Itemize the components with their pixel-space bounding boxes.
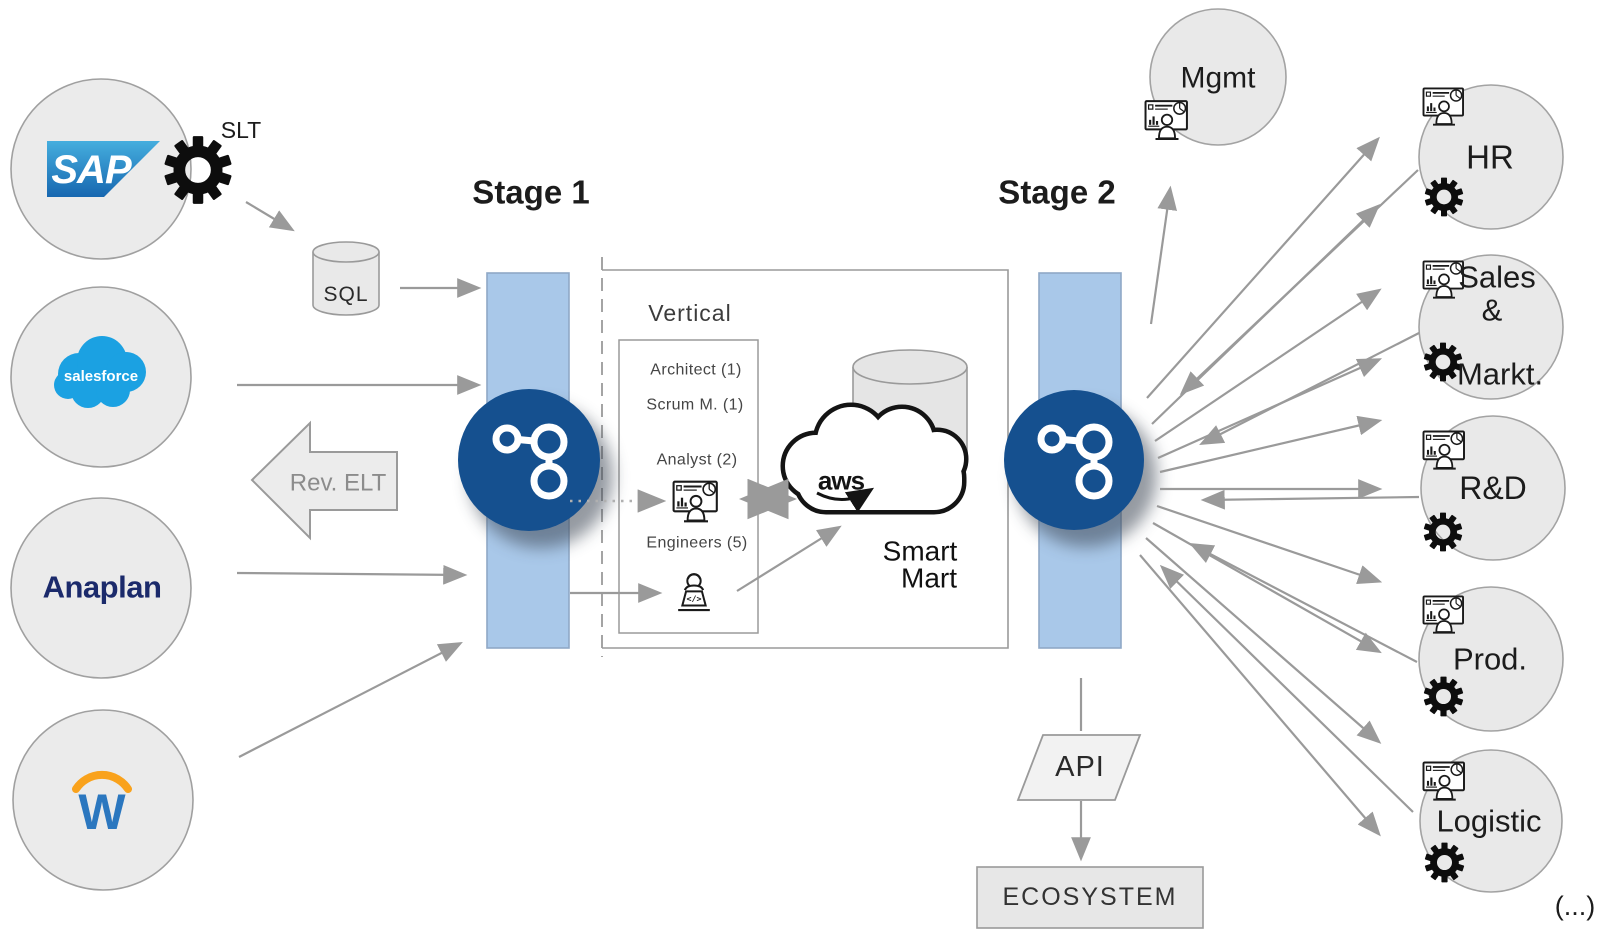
ecosystem-label: ECOSYSTEM xyxy=(1002,882,1178,911)
arrow-from-prod xyxy=(1189,542,1418,663)
arrow-sap-to-sql xyxy=(245,201,295,232)
aws-cloud-icon xyxy=(780,402,969,515)
kafka-icon xyxy=(1004,390,1157,547)
mgmt-label: Mgmt xyxy=(1180,61,1256,95)
api-label: API xyxy=(1055,750,1105,783)
role-analyst: Analyst (2) xyxy=(656,451,738,469)
sales-label-line1: Sales xyxy=(1458,259,1536,295)
api-parallelogram xyxy=(1016,734,1142,801)
arrow-to-logistic xyxy=(1139,554,1381,837)
aws-label: aws xyxy=(817,465,865,496)
ecosystem-box xyxy=(976,866,1204,929)
arrow-workday-to-stage1 xyxy=(238,641,463,758)
kafka-icon xyxy=(458,389,613,548)
connector-arrows xyxy=(236,136,1420,862)
role-scrum-master: Scrum M. (1) xyxy=(646,396,744,414)
salesforce-label: salesforce xyxy=(63,368,139,386)
stage2-title: Stage 2 xyxy=(998,173,1116,211)
source-circle-anaplan xyxy=(10,497,192,679)
arrow-to-prod xyxy=(1156,504,1383,585)
logistic-label: Logistic xyxy=(1436,803,1542,839)
arrow-anaplan-to-stage1 xyxy=(236,564,468,585)
arrow-from-logistic xyxy=(1159,564,1414,813)
smart-mart-line2: Mart xyxy=(901,562,957,594)
database-cylinder-icon xyxy=(312,241,380,316)
prod-label: Prod. xyxy=(1452,641,1528,677)
arrow-from-hr xyxy=(1179,169,1419,396)
smart-mart-line1: Smart xyxy=(882,535,958,567)
arrow-to-sales xyxy=(1154,288,1382,442)
stage1-title: Stage 1 xyxy=(472,173,590,211)
sap-logo xyxy=(47,141,160,197)
salesforce-cloud-logo xyxy=(54,336,146,408)
arrow-to-logistic xyxy=(1145,537,1382,744)
workday-label: W xyxy=(78,783,126,840)
arrow-kafka2-to-mgmt xyxy=(1149,185,1178,325)
aws-smile xyxy=(816,487,875,513)
arrow-from-rnd xyxy=(1200,489,1420,510)
rnd-label: R&D xyxy=(1459,470,1527,507)
sales-label-line3: Markt. xyxy=(1456,356,1544,392)
arrow-to-rnd xyxy=(1159,415,1383,474)
rev-elt-label: Rev. ELT xyxy=(289,469,387,497)
source-circle-workday xyxy=(12,709,194,891)
rev-elt-block-arrow xyxy=(250,420,398,541)
vertical-title: Vertical xyxy=(648,299,732,326)
slt-label: SLT xyxy=(220,116,262,143)
role-architect: Architect (1) xyxy=(650,361,742,379)
anaplan-label: Anaplan xyxy=(42,569,162,605)
source-circle-sap xyxy=(10,78,192,260)
sql-label: SQL xyxy=(323,282,369,306)
hr-label: HR xyxy=(1466,138,1514,176)
role-engineers: Engineers (5) xyxy=(646,534,748,552)
sap-label: SAP xyxy=(51,148,131,192)
workday-arc-logo xyxy=(72,770,132,793)
arrow-to-hr xyxy=(1146,136,1380,399)
sales-label-line2: & xyxy=(1481,292,1503,328)
source-circle-salesforce xyxy=(10,286,192,468)
more-consumers-label: (...) xyxy=(1554,890,1596,921)
arrow-engineer-to-aws xyxy=(736,525,842,592)
arrow-from-sales xyxy=(1199,332,1420,445)
